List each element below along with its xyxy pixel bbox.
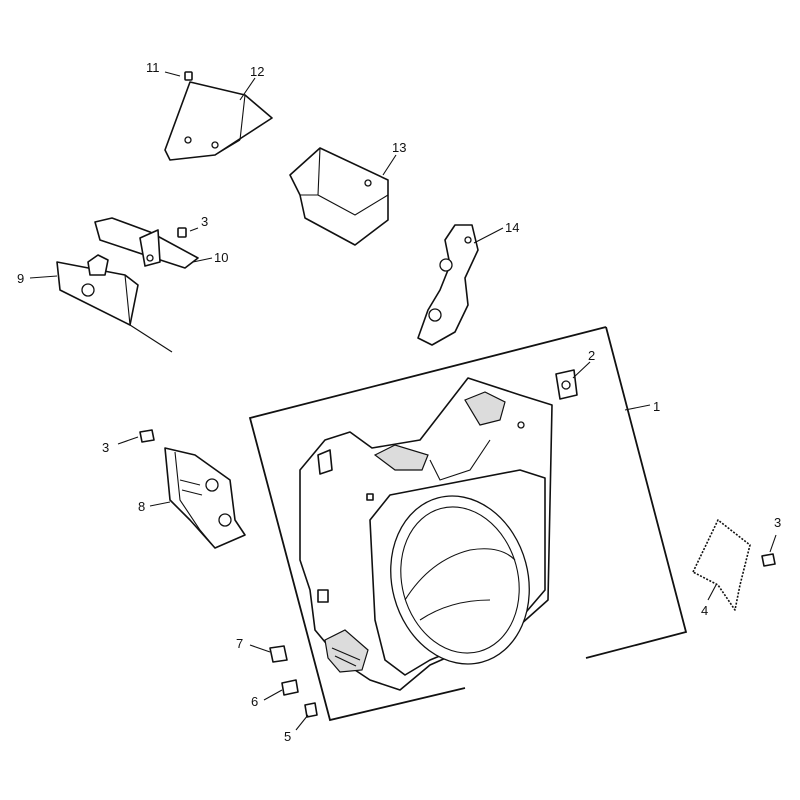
top-cover-large[interactable]: [289, 147, 389, 246]
bolt-7[interactable]: [269, 645, 288, 663]
callout-11: 11: [146, 60, 160, 75]
blower-housing[interactable]: [299, 377, 553, 691]
blower-housing-assembly-frame: [248, 326, 688, 722]
screw-3-right[interactable]: [761, 553, 776, 567]
callout-8: 8: [138, 499, 145, 514]
callout-7: 7: [236, 636, 243, 651]
callout-labels: 1 2 3 3 3 4 5 6 7 8 9 10 11 12 13 14: [17, 60, 781, 744]
callout-2: 2: [588, 348, 595, 363]
screw-3-left[interactable]: [139, 429, 155, 443]
callout-1: 1: [653, 399, 660, 414]
baffle-plate[interactable]: [692, 519, 751, 611]
side-shroud[interactable]: [56, 254, 173, 353]
leader-lines: [29, 71, 777, 731]
bracket-lower[interactable]: [164, 447, 246, 549]
callout-3-right: 3: [774, 515, 781, 530]
callout-10: 10: [214, 250, 228, 265]
callout-5: 5: [284, 729, 291, 744]
speed-clip[interactable]: [555, 369, 578, 400]
callout-3-upper: 3: [201, 214, 208, 229]
callout-3-left: 3: [102, 440, 109, 455]
callout-9: 9: [17, 271, 24, 286]
callout-14: 14: [505, 220, 519, 235]
screw-3-upper[interactable]: [177, 227, 187, 238]
screw-11[interactable]: [184, 71, 193, 81]
screw-5[interactable]: [304, 702, 318, 718]
callout-6: 6: [251, 694, 258, 709]
callout-13: 13: [392, 140, 406, 155]
callout-4: 4: [701, 603, 708, 618]
bolt-6[interactable]: [281, 679, 299, 696]
top-cover-small[interactable]: [94, 217, 199, 269]
mounting-bracket[interactable]: [417, 224, 479, 346]
heat-shield[interactable]: [164, 81, 273, 161]
callout-12: 12: [250, 64, 264, 79]
